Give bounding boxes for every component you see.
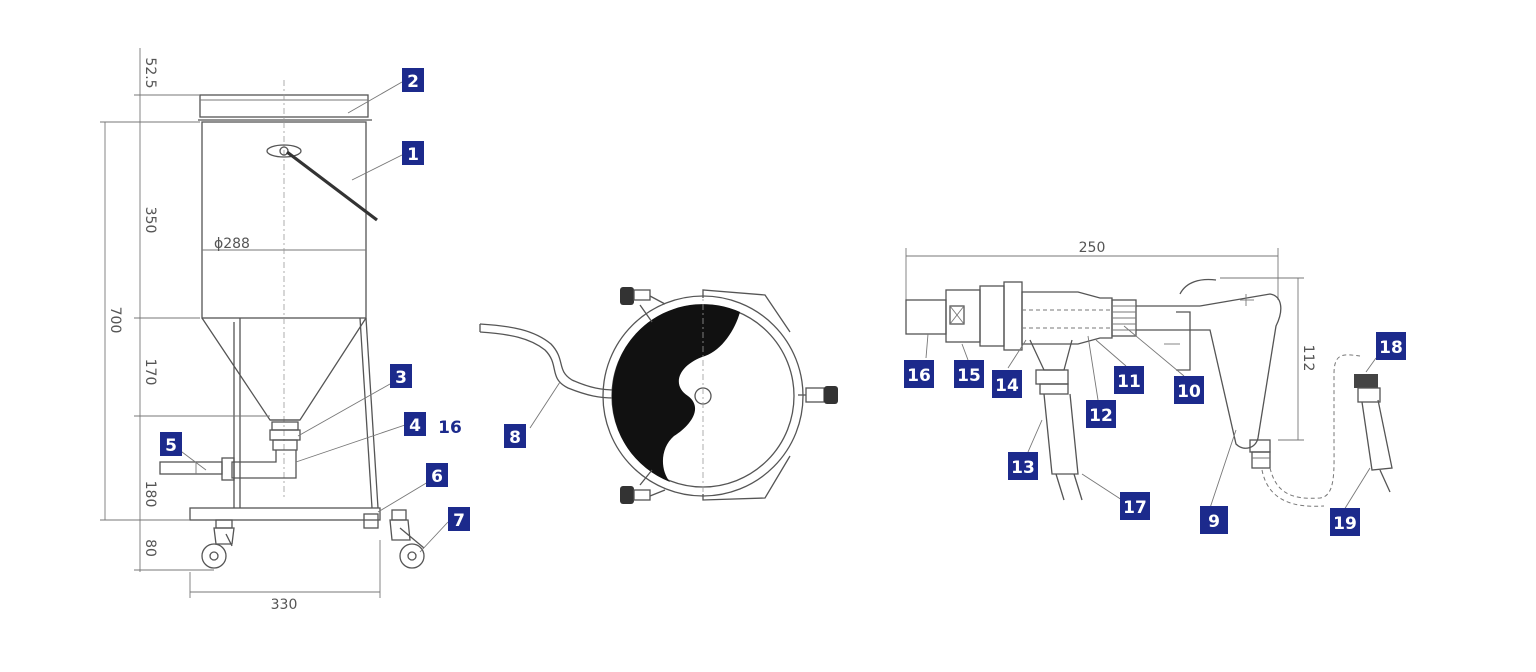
clamp-right bbox=[798, 386, 838, 404]
label-9: 9 bbox=[1200, 506, 1228, 534]
hopper-top-view bbox=[479, 287, 838, 504]
label-16-plain: 16 bbox=[438, 418, 462, 438]
svg-text:3: 3 bbox=[395, 368, 407, 388]
hopper-tank-view: ϕ288 52.5 350 700 170 180 80 330 bbox=[100, 48, 449, 613]
spray-gun-view: 250 112 bbox=[905, 240, 1393, 511]
svg-text:14: 14 bbox=[995, 376, 1019, 396]
svg-text:8: 8 bbox=[509, 428, 521, 448]
label-14: 14 bbox=[992, 370, 1022, 398]
label-12: 12 bbox=[1086, 400, 1116, 428]
hopper-handle bbox=[286, 150, 378, 222]
svg-text:16: 16 bbox=[438, 418, 462, 438]
label-2: 2 bbox=[402, 68, 424, 92]
svg-text:19: 19 bbox=[1333, 514, 1357, 534]
label-10: 10 bbox=[1174, 376, 1204, 404]
svg-text:11: 11 bbox=[1117, 372, 1141, 392]
label-6: 6 bbox=[426, 463, 448, 487]
label-17: 17 bbox=[1120, 492, 1150, 520]
nozzle bbox=[905, 299, 947, 335]
svg-text:18: 18 bbox=[1379, 338, 1403, 358]
label-5: 5 bbox=[160, 432, 182, 456]
material-inlet bbox=[1043, 393, 1079, 475]
label-13: 13 bbox=[1008, 452, 1038, 480]
svg-text:4: 4 bbox=[409, 416, 421, 436]
svg-text:7: 7 bbox=[453, 511, 465, 531]
gun-body bbox=[1021, 291, 1113, 345]
dim-body-height: 350 bbox=[142, 207, 158, 234]
label-7: 7 bbox=[448, 507, 470, 531]
base-plate bbox=[189, 507, 381, 521]
svg-text:16: 16 bbox=[907, 366, 931, 386]
label-3: 3 bbox=[390, 364, 412, 388]
svg-text:6: 6 bbox=[431, 467, 443, 487]
dim-gun-length: 250 bbox=[1079, 240, 1106, 256]
svg-text:5: 5 bbox=[165, 436, 177, 456]
svg-text:17: 17 bbox=[1123, 498, 1147, 518]
dim-total-height: 700 bbox=[107, 307, 123, 334]
svg-text:9: 9 bbox=[1208, 512, 1220, 532]
label-16: 16 bbox=[904, 360, 934, 388]
label-15: 15 bbox=[954, 360, 984, 388]
caster-right bbox=[389, 509, 425, 569]
label-4: 4 bbox=[404, 412, 426, 436]
hopper-contents bbox=[611, 304, 740, 482]
outlet-pipe bbox=[159, 461, 223, 475]
svg-text:12: 12 bbox=[1089, 406, 1113, 426]
svg-text:10: 10 bbox=[1177, 382, 1201, 402]
caster-left bbox=[201, 519, 235, 569]
svg-text:2: 2 bbox=[407, 72, 419, 92]
svg-text:1: 1 bbox=[407, 145, 419, 165]
label-18: 18 bbox=[1376, 332, 1406, 360]
dim-base-width: 330 bbox=[271, 597, 298, 613]
label-11: 11 bbox=[1114, 366, 1144, 394]
gun-handle bbox=[1199, 293, 1282, 449]
dim-diameter: ϕ288 bbox=[214, 236, 250, 252]
hose bbox=[479, 331, 615, 399]
label-1: 1 bbox=[402, 141, 424, 165]
label-8: 8 bbox=[504, 424, 526, 448]
dim-base-height: 180 bbox=[142, 481, 158, 508]
dim-top-cap: 52.5 bbox=[142, 57, 158, 88]
air-hose bbox=[1269, 354, 1361, 499]
dim-cone-height: 170 bbox=[142, 359, 158, 386]
dim-wheel-height: 80 bbox=[142, 539, 158, 557]
callout-labels: 2 1 3 4 16 5 6 7 8 16 15 14 11 10 12 13 … bbox=[160, 68, 1406, 536]
quick-coupler bbox=[1354, 374, 1393, 493]
svg-text:13: 13 bbox=[1011, 458, 1035, 478]
label-19: 19 bbox=[1330, 508, 1360, 536]
svg-text:15: 15 bbox=[957, 366, 981, 386]
clamp-top bbox=[620, 287, 666, 323]
clamp-bottom bbox=[620, 469, 666, 504]
dim-gun-height: 112 bbox=[1300, 345, 1316, 372]
